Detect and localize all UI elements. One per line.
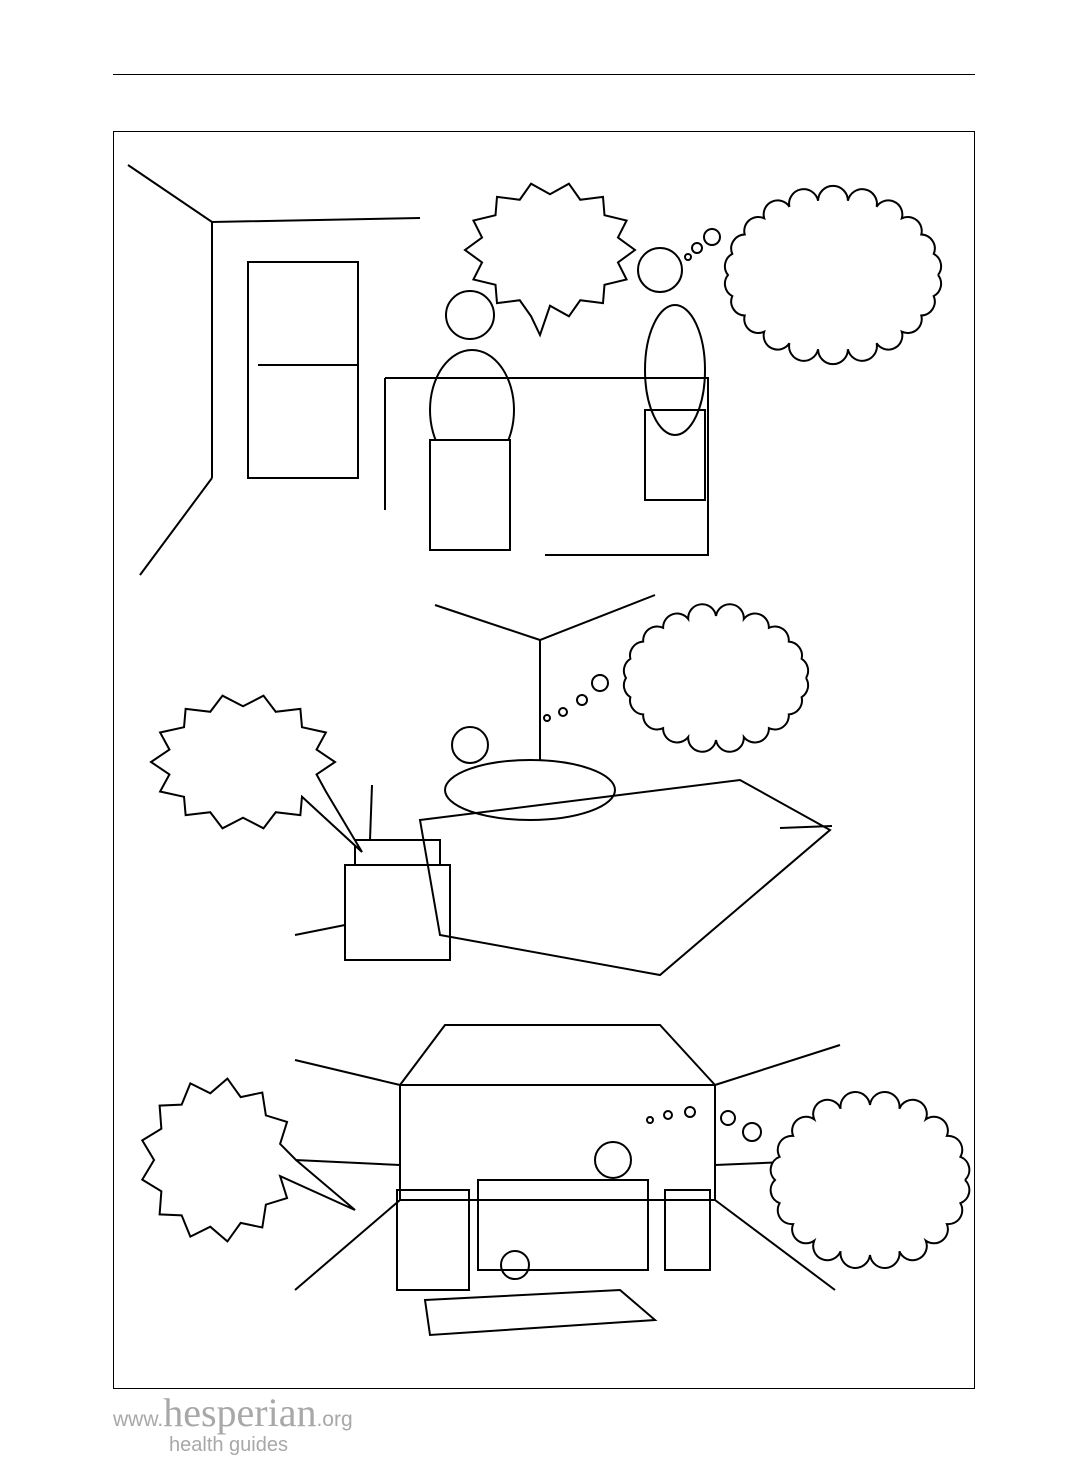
thought-dot <box>703 228 721 246</box>
sofa <box>477 1179 649 1271</box>
door <box>247 261 359 479</box>
thought-dot <box>684 1106 696 1118</box>
thought-dot <box>576 694 588 706</box>
nightstand <box>344 864 451 961</box>
thought-dot <box>543 714 551 722</box>
hesperian-logo[interactable]: www.hesperian.org health guides <box>113 1393 353 1457</box>
speech-bubble <box>463 182 637 338</box>
woman-at-counter <box>644 304 706 436</box>
thought-dot <box>663 1110 673 1120</box>
logo-main-line: www.hesperian.org <box>113 1393 353 1433</box>
stereo-cabinet <box>396 1189 470 1291</box>
thought-dot <box>742 1122 762 1142</box>
radio <box>354 839 441 866</box>
logo-prefix: www. <box>113 1408 164 1431</box>
thought-dot <box>684 253 692 261</box>
logo-brand: hesperian <box>163 1390 317 1435</box>
thought-dot <box>558 707 568 717</box>
illustration-frame <box>113 131 975 1389</box>
bed <box>418 778 832 977</box>
thought-dot <box>646 1116 654 1124</box>
scene-living-room <box>294 1024 841 1337</box>
thought-bubble <box>723 184 943 366</box>
thought-dot <box>720 1110 736 1126</box>
woman-lying <box>444 759 616 821</box>
logo-suffix: .org <box>316 1408 353 1431</box>
speech-bubble <box>149 694 363 853</box>
header-rule <box>113 74 975 75</box>
scene-bedroom <box>294 594 833 977</box>
baby <box>500 1250 530 1280</box>
speech-bubble <box>140 1077 356 1243</box>
scene-kitchen <box>127 164 709 576</box>
side-table <box>664 1189 711 1271</box>
logo-tagline: health guides <box>169 1434 288 1456</box>
woman-on-sofa <box>594 1141 632 1179</box>
thought-bubble <box>769 1091 971 1269</box>
thought-dot <box>591 674 609 692</box>
thought-dot <box>691 242 703 254</box>
thought-bubble <box>622 603 810 753</box>
